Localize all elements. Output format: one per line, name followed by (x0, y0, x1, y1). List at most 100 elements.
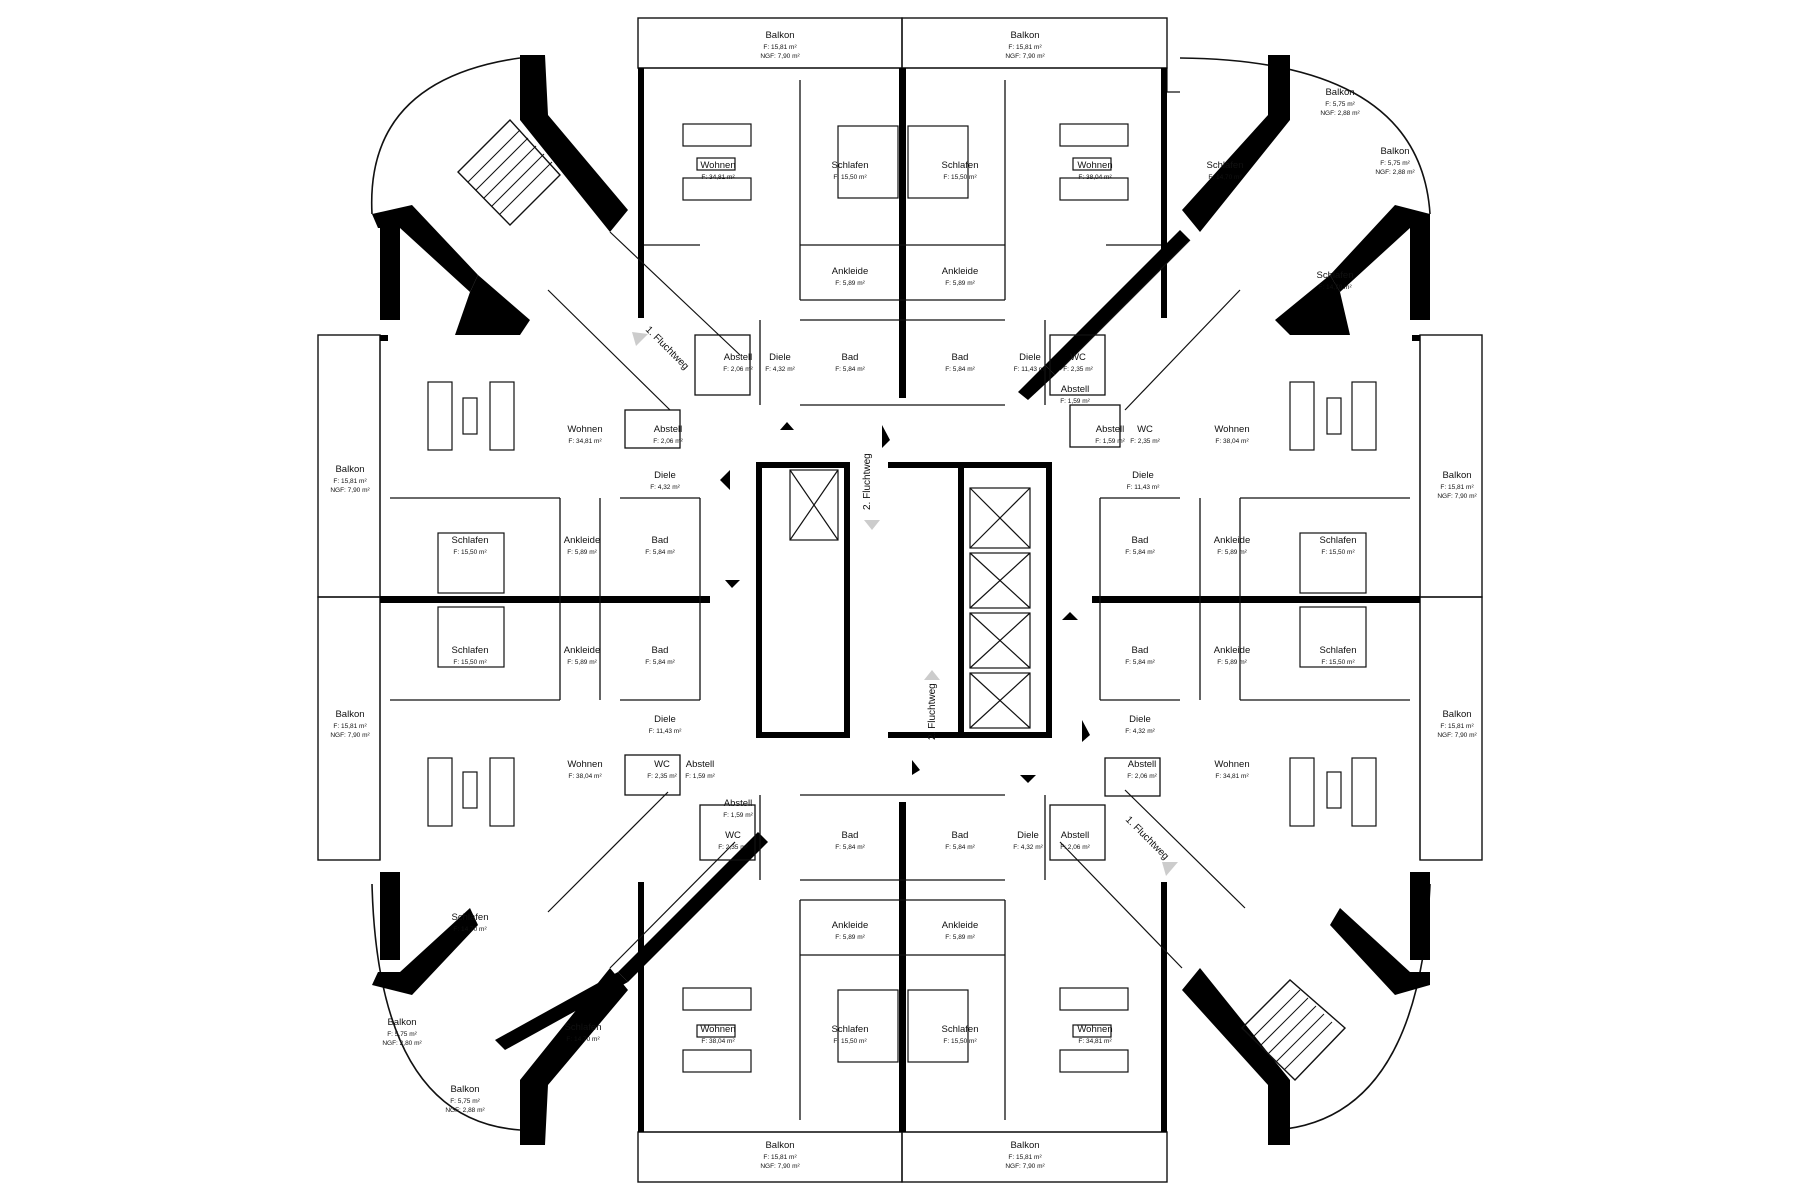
svg-text:F: 15,81 m²: F: 15,81 m² (1440, 484, 1474, 491)
svg-text:Abstell: Abstell (724, 352, 753, 363)
svg-text:F: 34,81 m²: F: 34,81 m² (1215, 773, 1249, 780)
arrow-escape-1-top (632, 332, 648, 346)
arrow-escape-1-bottom (1162, 862, 1178, 876)
svg-text:F: 15,81 m²: F: 15,81 m² (333, 478, 367, 485)
room-label-schlafen: Schlafen F: 15,50 m² (452, 645, 489, 666)
room-label-bad: Bad F: 5,84 m² (835, 830, 865, 851)
svg-text:F: 5,75 m²: F: 5,75 m² (1325, 101, 1355, 108)
svg-text:F: 5,84 m²: F: 5,84 m² (945, 366, 975, 373)
svg-text:F: 5,89 m²: F: 5,89 m² (945, 934, 975, 941)
svg-text:Balkon: Balkon (1010, 30, 1039, 41)
svg-text:Wohnen: Wohnen (567, 759, 602, 770)
svg-text:Abstell: Abstell (654, 424, 683, 435)
stairwell-top-left (457, 118, 561, 226)
svg-text:F: 34,81 m²: F: 34,81 m² (1078, 1038, 1112, 1045)
svg-text:F: 5,75 m²: F: 5,75 m² (387, 1031, 417, 1038)
svg-text:Bad: Bad (1132, 645, 1149, 656)
svg-text:F: 15,50 m²: F: 15,50 m² (943, 1038, 977, 1045)
room-label-wc: WC F: 2,35 m² (1130, 424, 1160, 445)
room-label-balkon: Balkon F: 5,75 m² NGF: 2,80 m² (382, 1017, 422, 1047)
room-label-abstell: Abstell F: 2,06 m² (653, 424, 683, 445)
svg-text:F: 15,50 m²: F: 15,50 m² (943, 174, 977, 181)
svg-text:F: 15,50 m²: F: 15,50 m² (833, 174, 867, 181)
svg-text:F: 5,75 m²: F: 5,75 m² (1380, 160, 1410, 167)
room-label-schlafen: Schlafen F: 15,50 m² (1320, 535, 1357, 556)
svg-text:Ankleide: Ankleide (832, 920, 868, 931)
svg-text:F: 15,50 m²: F: 15,50 m² (833, 1038, 867, 1045)
room-label-wohnen: Wohnen F: 38,04 m² (1077, 160, 1112, 181)
room-label-abstell: Abstell F: 1,59 m² (1060, 384, 1090, 405)
room-label-abstell: Abstell F: 2,06 m² (723, 352, 753, 373)
arrow-escape-2-bottom (924, 670, 940, 680)
svg-text:Wohnen: Wohnen (1214, 759, 1249, 770)
room-label-schlafen: Schlafen F: 15,50 m² (942, 160, 979, 181)
room-label-diele: Diele F: 11,43 m² (1014, 352, 1048, 373)
svg-text:NGF: 7,90 m²: NGF: 7,90 m² (1005, 53, 1045, 60)
room-label-schlafen: Schlafen F: 15,50 m² (1320, 645, 1357, 666)
room-label-schlafen: Schlafen F: 14,70 m² (1317, 270, 1354, 291)
svg-text:NGF: 7,90 m²: NGF: 7,90 m² (1437, 493, 1477, 500)
svg-text:F: 4,32 m²: F: 4,32 m² (650, 484, 680, 491)
svg-text:F: 38,04 m²: F: 38,04 m² (1078, 174, 1112, 181)
svg-text:F: 5,84 m²: F: 5,84 m² (1125, 549, 1155, 556)
room-label-balkon: Balkon F: 15,81 m² NGF: 7,90 m² (1437, 709, 1477, 739)
svg-text:F: 5,75 m²: F: 5,75 m² (450, 1098, 480, 1105)
svg-text:F: 38,04 m²: F: 38,04 m² (568, 773, 602, 780)
room-label-schlafen: Schlafen F: 15,50 m² (832, 160, 869, 181)
svg-text:Wohnen: Wohnen (1077, 160, 1112, 171)
svg-text:F: 5,89 m²: F: 5,89 m² (945, 280, 975, 287)
room-label-bad: Bad F: 5,84 m² (645, 535, 675, 556)
svg-text:F: 1,59 m²: F: 1,59 m² (723, 812, 753, 819)
svg-text:Bad: Bad (652, 535, 669, 546)
room-label-diele: Diele F: 4,32 m² (1013, 830, 1043, 851)
room-label-bad: Bad F: 5,84 m² (1125, 535, 1155, 556)
svg-text:NGF: 7,90 m²: NGF: 7,90 m² (330, 487, 370, 494)
svg-text:Balkon: Balkon (765, 30, 794, 41)
svg-text:Diele: Diele (1019, 352, 1041, 363)
svg-text:WC: WC (725, 830, 741, 841)
escape-route-2-top-label: 2. Fluchtweg (862, 453, 873, 510)
svg-text:NGF: 2,88 m²: NGF: 2,88 m² (1320, 110, 1360, 117)
svg-text:Schlafen: Schlafen (1317, 270, 1354, 281)
room-label-abstell: Abstell F: 2,06 m² (1127, 759, 1157, 780)
room-label-balkon: Balkon F: 15,81 m² NGF: 7,90 m² (1005, 1140, 1045, 1170)
svg-text:WC: WC (1137, 424, 1153, 435)
room-label-balkon: Balkon F: 15,81 m² NGF: 7,90 m² (330, 464, 370, 494)
svg-text:F: 11,43 m²: F: 11,43 m² (649, 728, 683, 735)
svg-text:Ankleide: Ankleide (832, 266, 868, 277)
svg-text:F: 5,89 m²: F: 5,89 m² (1217, 549, 1247, 556)
room-label-wohnen: Wohnen F: 38,04 m² (700, 1024, 735, 1045)
svg-text:Diele: Diele (1129, 714, 1151, 725)
room-label-balkon: Balkon F: 5,75 m² NGF: 2,88 m² (1375, 146, 1415, 176)
room-label-balkon: Balkon F: 5,75 m² NGF: 2,88 m² (1320, 87, 1360, 117)
svg-text:F: 14,70 m²: F: 14,70 m² (1318, 284, 1352, 291)
room-label-bad: Bad F: 5,84 m² (645, 645, 675, 666)
room-label-ankleide: Ankleide F: 5,89 m² (564, 645, 600, 666)
svg-text:Abstell: Abstell (686, 759, 715, 770)
svg-text:F: 5,84 m²: F: 5,84 m² (645, 549, 675, 556)
room-label-schlafen: Schlafen F: 15,50 m² (832, 1024, 869, 1045)
svg-text:Schlafen: Schlafen (1320, 535, 1357, 546)
room-label-balkon: Balkon F: 15,81 m² NGF: 7,90 m² (1005, 30, 1045, 60)
svg-text:F: 5,84 m²: F: 5,84 m² (945, 844, 975, 851)
room-label-balkon: Balkon F: 5,75 m² NGF: 2,88 m² (445, 1084, 485, 1114)
svg-text:F: 38,04 m²: F: 38,04 m² (1215, 438, 1249, 445)
room-label-bad: Bad F: 5,84 m² (1125, 645, 1155, 666)
room-label-wc: WC F: 2,35 m² (647, 759, 677, 780)
door-markers (720, 422, 1090, 783)
room-label-bad: Bad F: 5,84 m² (945, 352, 975, 373)
svg-text:F: 15,81 m²: F: 15,81 m² (763, 44, 797, 51)
structural-walls (372, 55, 1430, 1145)
svg-text:Wohnen: Wohnen (1214, 424, 1249, 435)
svg-text:NGF: 7,90 m²: NGF: 7,90 m² (760, 53, 800, 60)
svg-text:F: 11,43 m²: F: 11,43 m² (1127, 484, 1161, 491)
svg-text:Bad: Bad (842, 830, 859, 841)
svg-text:Ankleide: Ankleide (942, 266, 978, 277)
svg-text:Schlafen: Schlafen (565, 1022, 602, 1033)
svg-text:F: 15,50 m²: F: 15,50 m² (453, 549, 487, 556)
svg-text:F: 14,70 m²: F: 14,70 m² (1208, 174, 1242, 181)
svg-text:F: 34,81 m²: F: 34,81 m² (568, 438, 602, 445)
svg-text:Bad: Bad (842, 352, 859, 363)
room-label-ankleide: Ankleide F: 5,89 m² (1214, 645, 1250, 666)
